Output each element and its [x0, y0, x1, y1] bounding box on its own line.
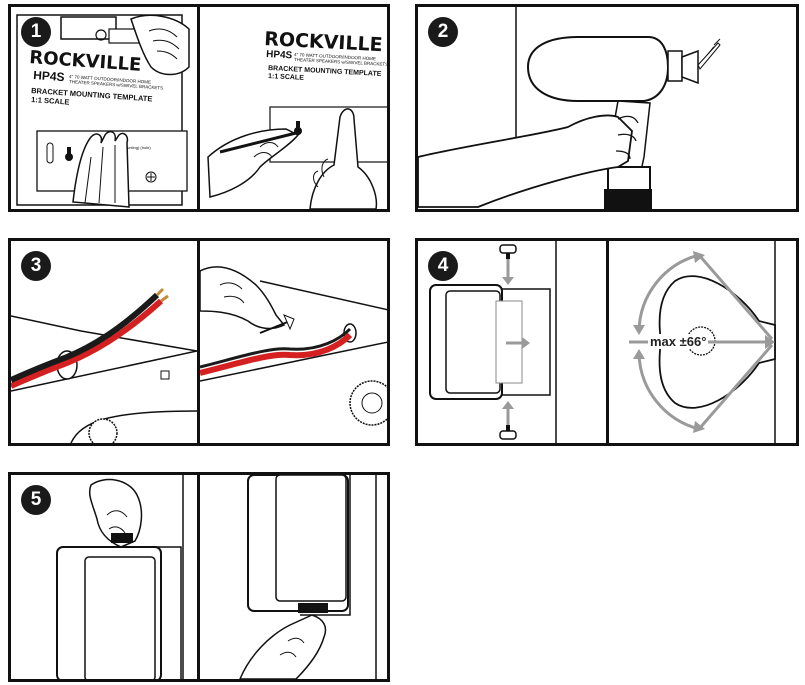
step-5-badge: 5	[21, 485, 51, 515]
step-1-template-note: TOP (mounting) (hole)	[111, 145, 151, 150]
step-1-model: HP4S	[33, 68, 65, 84]
step-2-panel: 2	[415, 4, 799, 212]
step-2-badge: 2	[428, 17, 458, 47]
step-3-panel: 3	[8, 238, 390, 446]
wire-black-left	[11, 292, 160, 383]
step-1-model-desc-2: THEATER SPEAKERS w/SWIVEL BRACKETS	[69, 79, 163, 91]
swivel-angle-label: max ±66°	[648, 334, 709, 349]
wire-red-right	[200, 332, 353, 376]
step-1-model-desc-right-1: 4" 70 WATT OUTDOOR/INDOOR HOME	[294, 52, 376, 61]
step-5-right-illustration	[239, 475, 377, 679]
step-1-template-scale: 1:1 SCALE	[31, 95, 70, 107]
step-1-panel: 1 ROCKVILLE HP4S 4" 70 WATT OUTDOOR/INDO…	[8, 4, 390, 212]
step-5-divider	[197, 475, 200, 679]
wire-red-left	[11, 298, 164, 389]
step-1-divider	[197, 7, 200, 209]
level-tool	[60, 16, 117, 40]
step-1-model-desc-1: 4" 70 WATT OUTDOOR/INDOOR HOME	[69, 74, 151, 85]
step-3-divider	[197, 241, 200, 443]
step-4-left-illustration	[429, 241, 557, 443]
step-1-model-right: HP4S	[266, 49, 293, 61]
step-3-badge: 3	[21, 251, 51, 281]
wire-black-right	[200, 327, 352, 369]
step-1-template-scale-right: 1:1 SCALE	[268, 73, 304, 82]
step-4-badge: 4	[428, 251, 458, 281]
step-1-left-illustration: ROCKVILLE HP4S 4" 70 WATT OUTDOOR/INDOOR…	[16, 14, 190, 208]
step-4-divider	[606, 241, 609, 443]
step-4-right-illustration	[629, 241, 776, 443]
step-1-model-desc-right-2: THEATER SPEAKERS w/SWIVEL BRACKETS	[294, 57, 388, 67]
step-4-panel: 4 max ±66°	[415, 238, 799, 446]
step-1-badge: 1	[21, 17, 51, 47]
step-1-right-illustration: ROCKVILLE HP4S 4" 70 WATT OUTDOOR/INDOOR…	[207, 28, 388, 209]
step-2-illustration	[418, 7, 721, 209]
step-3-left-illustration	[11, 287, 197, 443]
step-3-right-illustration	[200, 266, 387, 426]
step-5-left-illustration	[56, 475, 184, 679]
step-5-panel: 5	[8, 472, 390, 682]
